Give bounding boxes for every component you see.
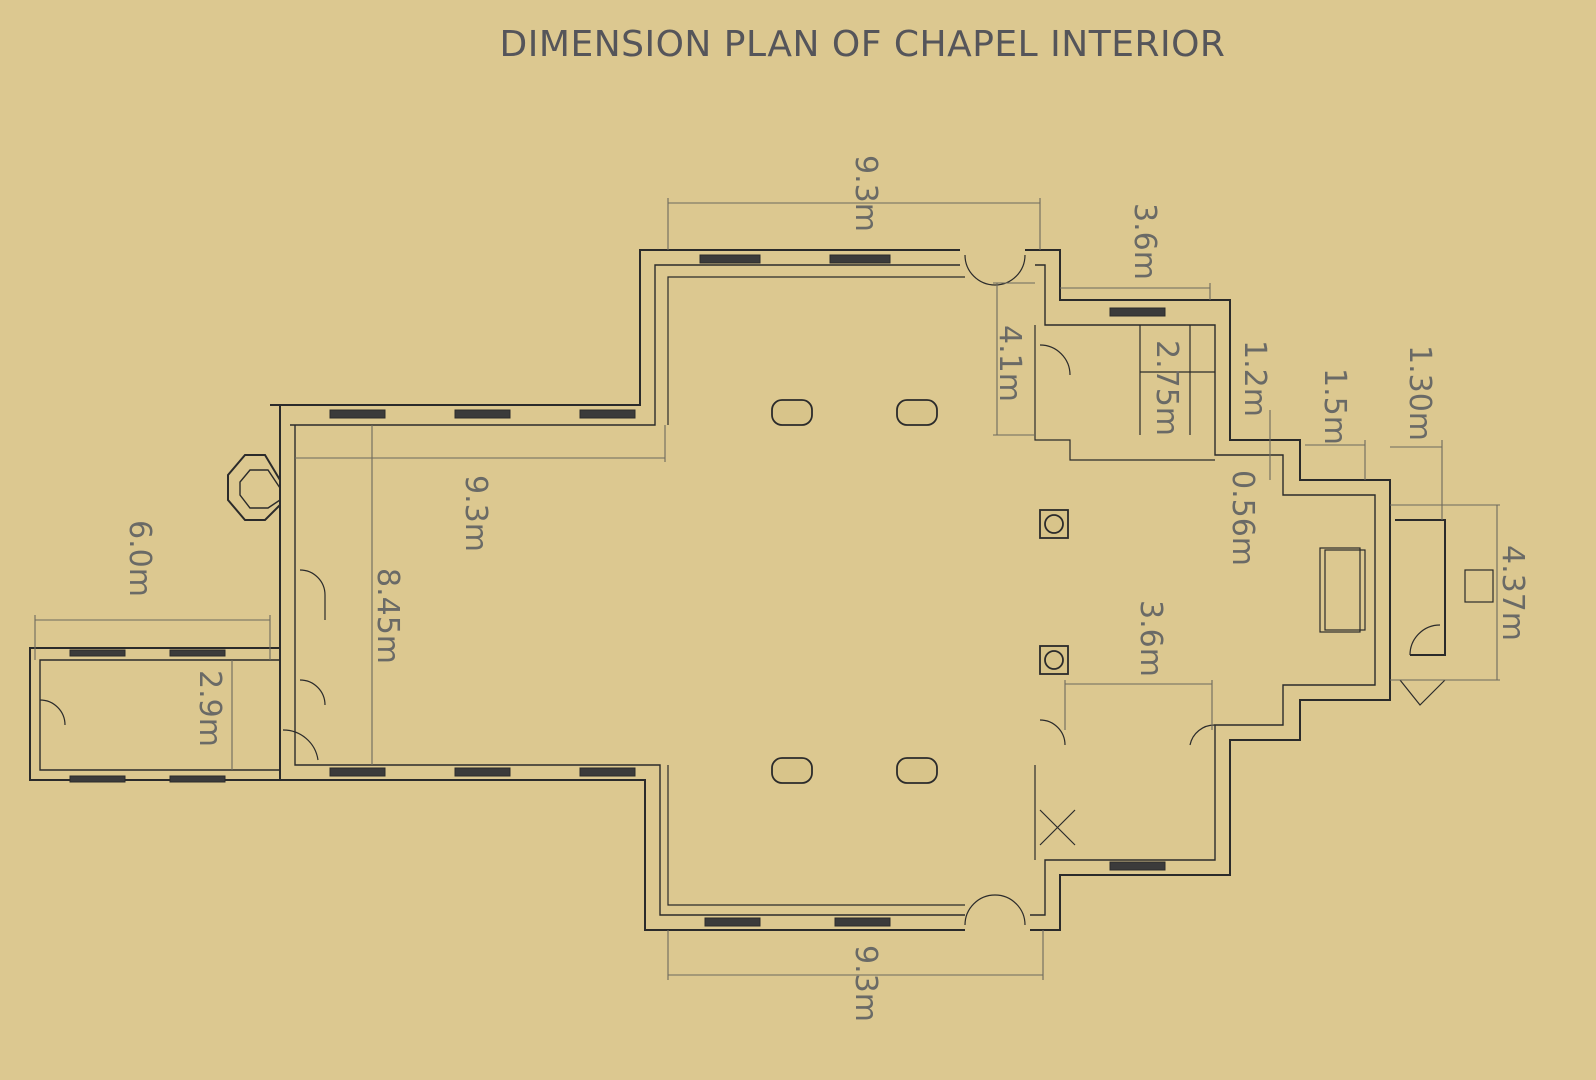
dim-vestry-bottom: 3.6m: [1133, 600, 1168, 677]
dim-chancel-depth: 1.5m: [1317, 368, 1352, 445]
plan-title: DIMENSION PLAN OF CHAPEL INTERIOR: [499, 24, 1226, 65]
windows: [69, 254, 1166, 927]
dim-sacristy-height: 4.1m: [992, 325, 1027, 402]
columns: [771, 399, 1069, 784]
dim-step: 1.2m: [1237, 340, 1272, 417]
dim-porch-width: 2.9m: [192, 670, 227, 747]
dim-apse: 1.30m: [1402, 345, 1437, 441]
dim-sacristy-top: 3.6m: [1127, 203, 1162, 280]
dimension-lines: [34, 198, 1500, 980]
doors: [39, 254, 1446, 926]
dim-nave-top: 9.3m: [848, 155, 883, 232]
dim-chancel-gap: 0.56m: [1225, 470, 1260, 566]
dim-nave-inner: 9.3m: [458, 475, 493, 552]
dimension-labels: 9.3m 9.3m 8.45m 9.3m 6.0m 2.9m 3.6m 4.1m…: [122, 155, 1530, 1022]
dim-nave-bottom: 9.3m: [848, 945, 883, 1022]
outer-walls: [29, 249, 1494, 931]
dim-porch-length: 6.0m: [122, 520, 157, 597]
dim-stair: 2.75m: [1149, 340, 1184, 436]
dim-apse-width: 4.37m: [1495, 545, 1530, 641]
dim-nave-width: 8.45m: [370, 568, 405, 664]
